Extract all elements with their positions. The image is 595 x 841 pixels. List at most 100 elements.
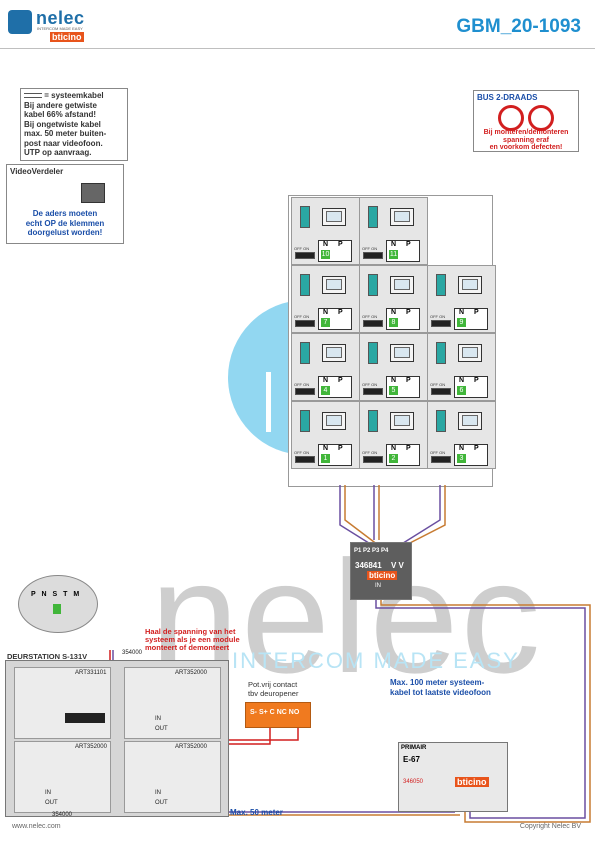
n-label: N: [323, 309, 329, 316]
port-label: P1: [354, 548, 362, 554]
videoverdeler-line: doorgelust worden!: [27, 228, 103, 237]
cable-line: Bij andere getwiste: [24, 100, 97, 110]
cable-line: Bij ongetwiste kabel: [24, 119, 101, 129]
monitor-number: 8: [389, 318, 398, 327]
module-code: ART352000: [175, 670, 207, 676]
wire: [225, 726, 299, 741]
relay-terminal: S-: [250, 709, 257, 716]
off-on-label: OFF ON: [430, 382, 446, 387]
videoverdeler-note: VideoVerdeler De aders moeten echt OP de…: [6, 164, 124, 244]
terminal-block: [368, 274, 378, 296]
p-label: P: [406, 377, 411, 384]
dip-switch: [295, 456, 315, 463]
distributor-brand: bticino: [367, 571, 398, 580]
video-distributor: P1 P2 P3 P4 346841 V V bticino IN: [350, 542, 412, 600]
dip-switch: [363, 388, 383, 395]
wire: [225, 726, 271, 745]
distance-line: Max. 100 meter systeem-: [390, 678, 485, 687]
monitor-number: 7: [321, 318, 330, 327]
dip-switch: [295, 320, 315, 327]
monitor-screen: [326, 347, 342, 358]
p-label: P: [474, 309, 479, 316]
in-label: IN: [155, 790, 161, 796]
monitor-screen: [326, 211, 342, 222]
bus-warning-note: BUS 2-DRAADS Bij monteren/demonteren spa…: [473, 90, 579, 152]
off-on-label: OFF ON: [430, 314, 446, 319]
terminal-block: [436, 342, 446, 364]
bus-line: en voorkom defecten!: [489, 144, 563, 151]
terminal-block: [368, 342, 378, 364]
cable-note: = systeemkabel Bij andere getwiste kabel…: [20, 88, 128, 161]
keypad-display: [65, 713, 105, 723]
distributor-model: 346841: [355, 561, 382, 570]
warning-line: systeem als je een module: [145, 635, 240, 644]
warning-line: Haal de spanning van het: [145, 627, 236, 636]
dip-switch: [295, 388, 315, 395]
brand-name: nelec: [36, 8, 85, 28]
wire: [399, 485, 441, 546]
terminal-label: M: [73, 591, 82, 598]
off-on-label: OFF ON: [294, 246, 310, 251]
dip-switch: [431, 320, 451, 327]
contact-line: Pot.vrij contact: [248, 680, 298, 689]
header-divider: [0, 48, 595, 49]
psu-model: E-67: [403, 755, 420, 764]
off-on-label: OFF ON: [362, 246, 378, 251]
cable-line: max. 50 meter buiten-: [24, 129, 107, 138]
bus-line: spanning eraf: [503, 136, 549, 144]
n-label: N: [459, 309, 465, 316]
n-label: N: [459, 445, 465, 452]
p-label: P: [338, 377, 343, 384]
watermark-tagline: INTERCOM MADE EASY: [232, 648, 520, 673]
doorstation: ART331101 ART352000 IN OUT ART352000 IN …: [5, 660, 229, 817]
off-on-label: OFF ON: [294, 450, 310, 455]
cable-line: UTP op aanvraag.: [24, 148, 92, 157]
terminal-detail: P N S T M: [18, 575, 98, 633]
monitor-screen: [462, 279, 478, 290]
n-label: N: [391, 241, 397, 248]
distributor-in: IN: [375, 583, 381, 589]
distance-50-note: Max. 50 meter: [230, 808, 283, 817]
out-label: OUT: [45, 800, 58, 806]
distributor-mini-icon: [81, 183, 105, 203]
psu-brand: bticino: [455, 777, 489, 787]
wire: [344, 485, 379, 546]
doorstation-module: ART352000 IN OUT: [14, 741, 111, 813]
nelec-logo-icon: [8, 10, 32, 34]
in-label: IN: [45, 790, 51, 796]
monitor-screen: [394, 211, 410, 222]
dip-switch: [431, 456, 451, 463]
videoverdeler-line: echt OP de klemmen: [25, 218, 105, 228]
dip-switch: [363, 456, 383, 463]
monitor-screen: [462, 347, 478, 358]
monitor-screen: [394, 347, 410, 358]
relay-terminal: NC: [276, 709, 287, 716]
p-label: P: [474, 377, 479, 384]
module-code: ART352000: [175, 744, 207, 750]
out-label: OUT: [155, 726, 168, 732]
monitor-screen: [326, 415, 342, 426]
brand-tagline: INTERCOM MADE EASY: [37, 26, 83, 31]
wire: [405, 485, 446, 546]
relay-terminal: S+: [258, 709, 268, 716]
website-link[interactable]: www.nelec.com: [12, 823, 61, 830]
doorstation-module: ART352000 IN OUT: [124, 667, 221, 739]
videoverdeler-line: De aders moeten: [32, 209, 98, 218]
terminal-block: [300, 410, 310, 432]
n-label: N: [323, 377, 329, 384]
terminal-block: [368, 410, 378, 432]
wire: [339, 485, 373, 546]
copyright: Copyright Nelec BV: [519, 823, 581, 830]
relay-terminal: C: [269, 709, 275, 716]
no-plug-icon: [498, 105, 524, 131]
wire: [380, 598, 591, 823]
